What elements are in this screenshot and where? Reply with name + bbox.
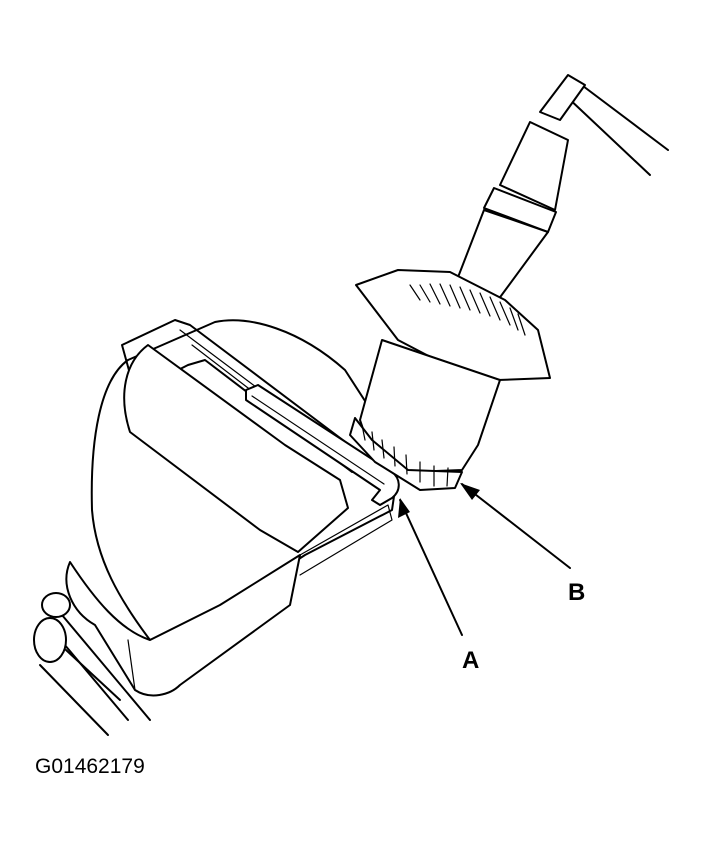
vise-handle-cap bbox=[41, 592, 71, 618]
ring-gear bbox=[355, 269, 551, 381]
vise-screw-shaft bbox=[39, 649, 121, 736]
arrowhead-a bbox=[398, 498, 410, 518]
bench-vise bbox=[33, 319, 401, 736]
spline-lines bbox=[361, 424, 449, 487]
vise-screw-boss bbox=[33, 617, 67, 663]
vise-base bbox=[127, 504, 393, 691]
leader-b bbox=[461, 483, 571, 569]
bar-elbow bbox=[539, 74, 586, 121]
upper-shaft bbox=[499, 121, 569, 211]
vise-front-jaw bbox=[123, 344, 349, 553]
extension-bar bbox=[564, 79, 669, 176]
leader-a bbox=[399, 499, 463, 636]
callout-label-b: B bbox=[568, 579, 585, 606]
jaw-bracket-inner bbox=[251, 395, 385, 485]
gear-teeth bbox=[409, 283, 526, 336]
vise-lower-body bbox=[65, 554, 301, 697]
shaft-gear-assembly bbox=[349, 74, 669, 491]
arrowhead-b bbox=[460, 483, 480, 500]
figure-id: G01462179 bbox=[35, 755, 145, 778]
callout-label-a: A bbox=[462, 647, 479, 674]
leader-lines bbox=[398, 483, 571, 636]
